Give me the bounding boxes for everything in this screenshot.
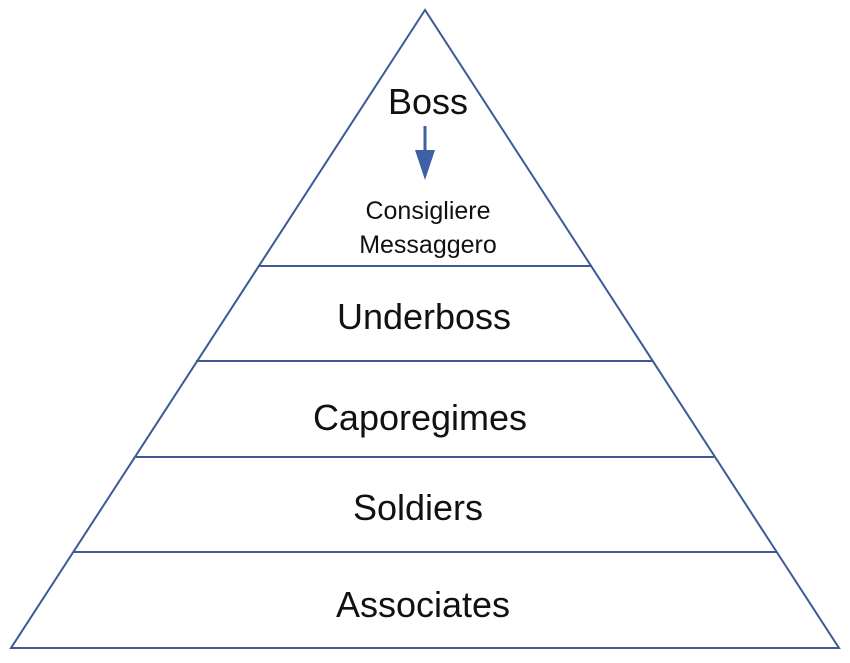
tier-consigliere-label: Consigliere <box>365 197 490 225</box>
tier-associates-label: Associates <box>336 584 510 625</box>
tier-caporegimes-label: Caporegimes <box>313 397 527 438</box>
pyramid-outline <box>9 8 841 649</box>
tier-messaggero-label: Messaggero <box>359 231 497 259</box>
tier-underboss-label: Underboss <box>337 296 511 337</box>
down-arrow-icon <box>415 126 435 180</box>
tier-boss-label: Boss <box>388 81 468 122</box>
tier-soldiers-label: Soldiers <box>353 487 483 528</box>
